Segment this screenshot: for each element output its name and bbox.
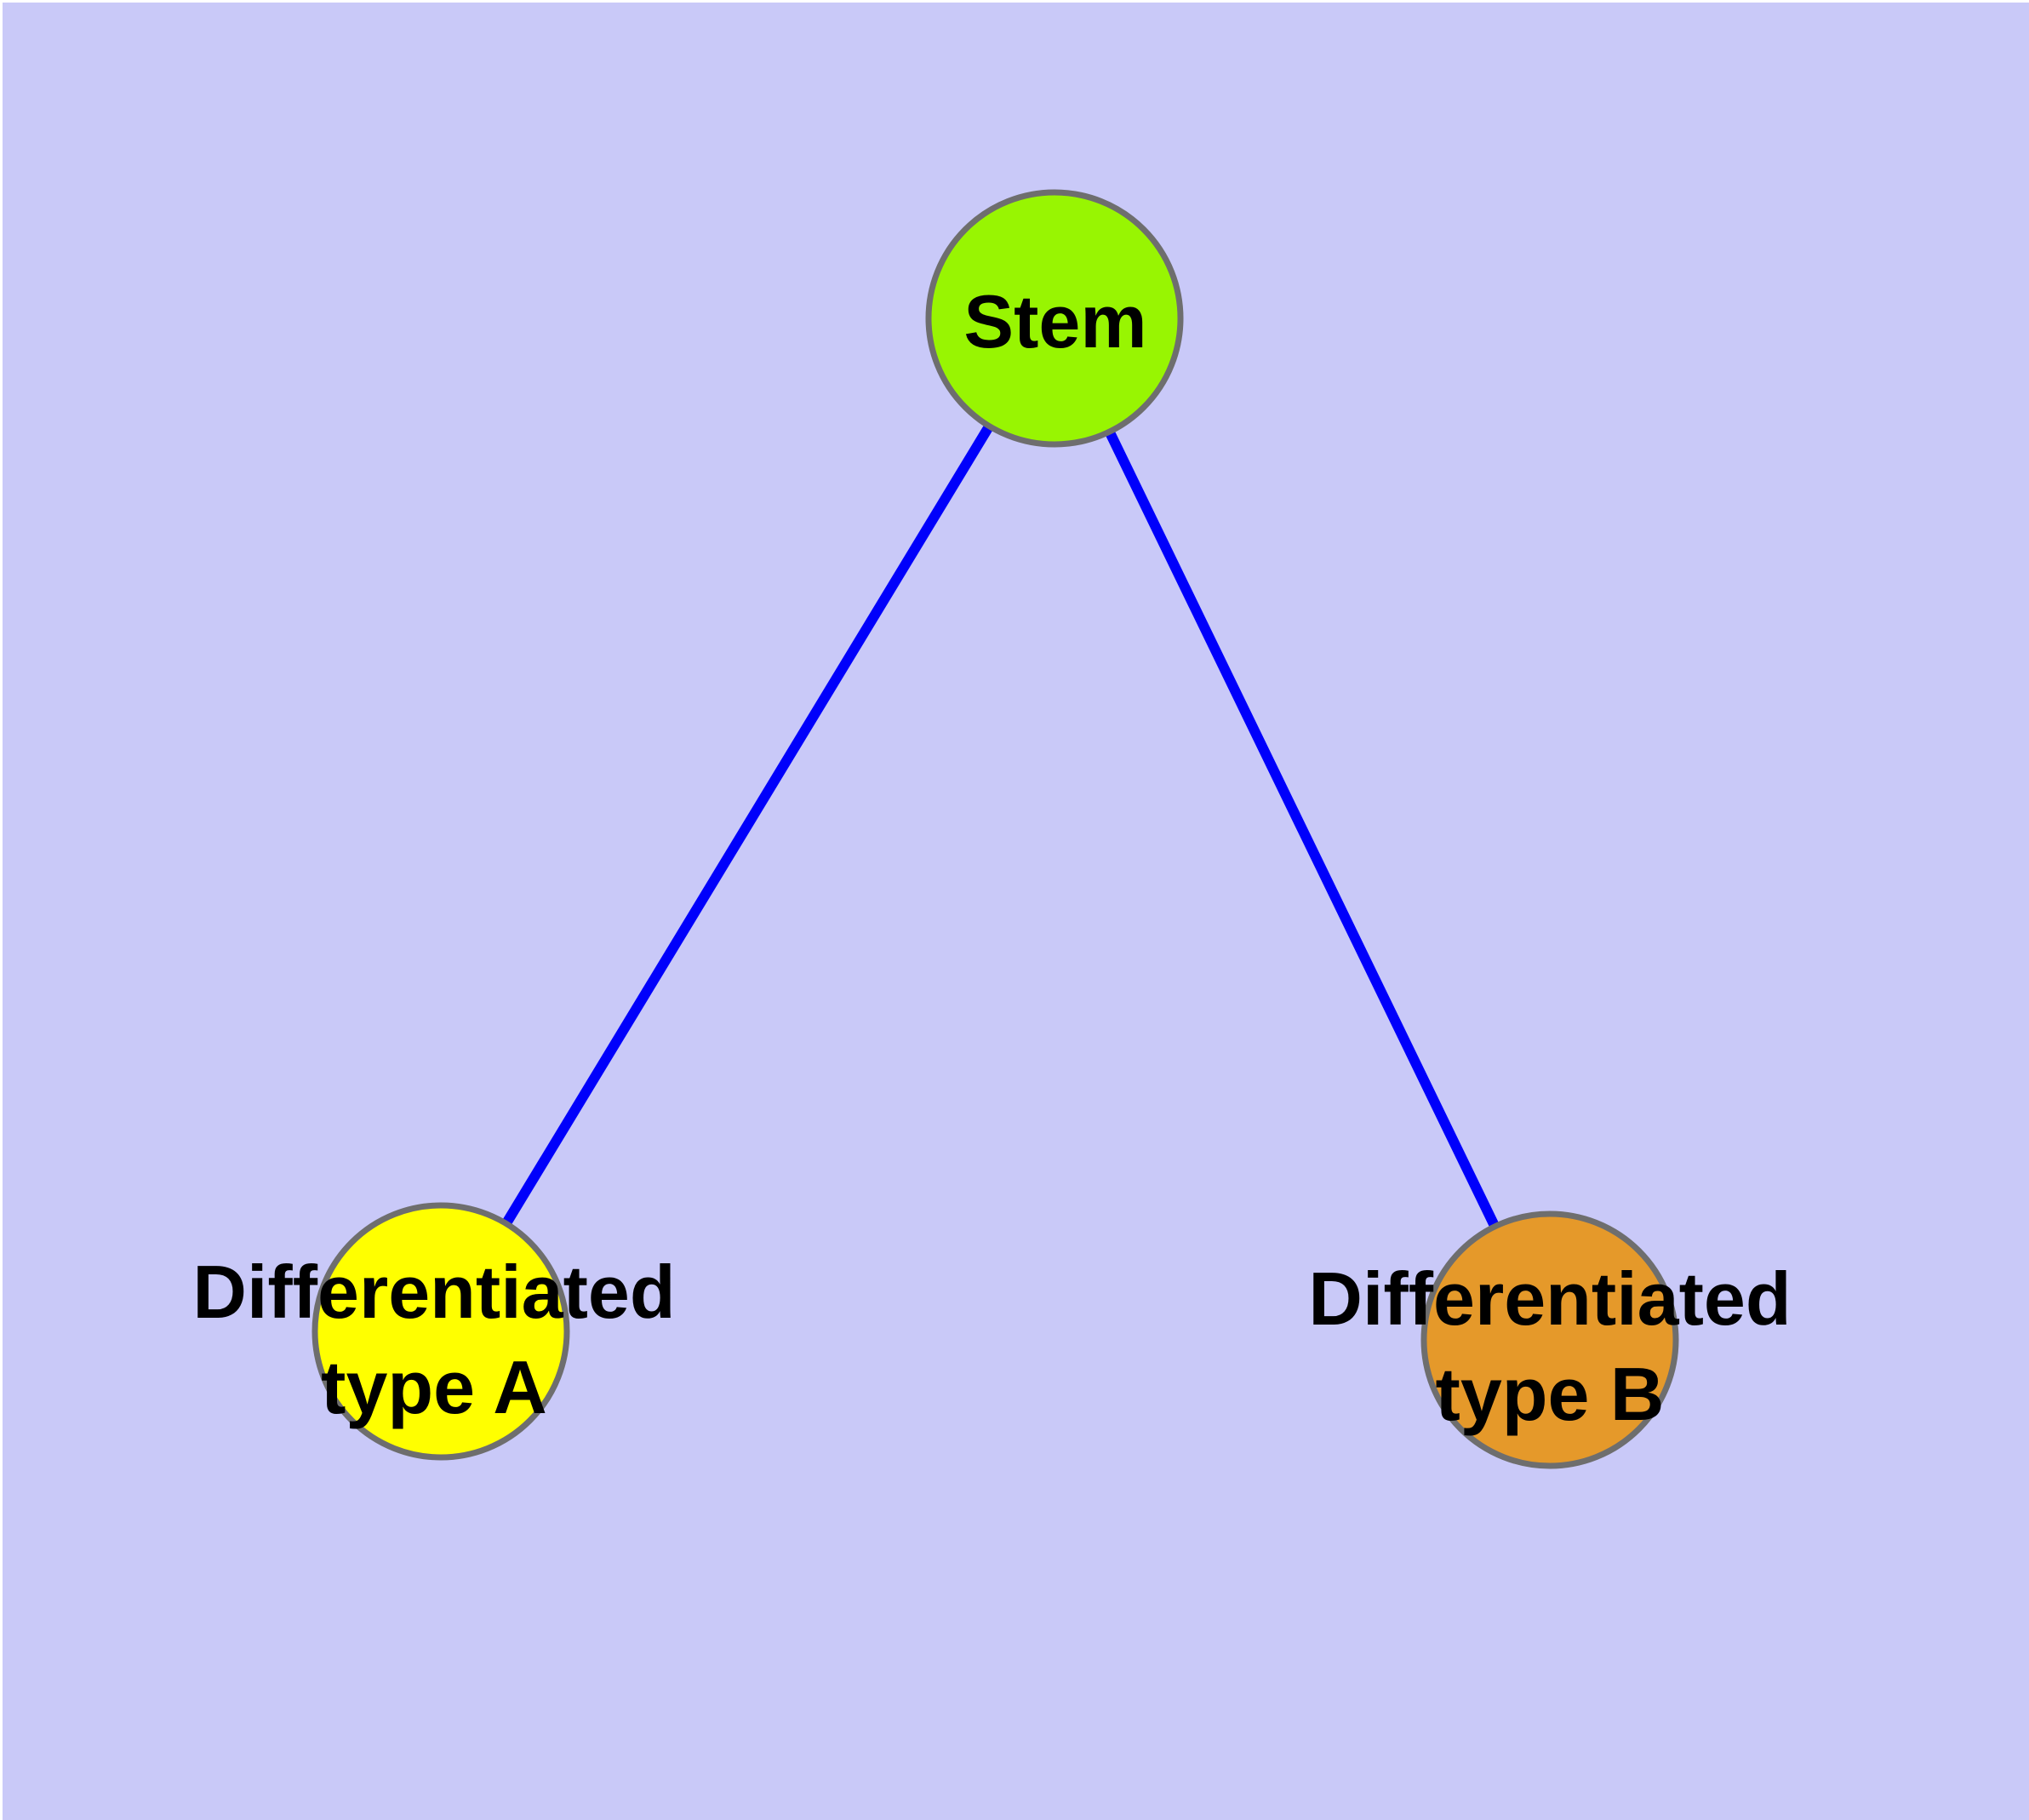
node-differentiated-type-b[interactable] [1420,1210,1679,1469]
node-stem[interactable] [925,189,1184,448]
node-type-b-label-line1: Differentiated [1308,1256,1791,1341]
node-type-a-label-line2: type A [321,1345,547,1429]
node-differentiated-type-a[interactable] [311,1202,570,1461]
frame-strip-top [0,0,2029,3]
node-type-a-label-line1: Differentiated [192,1250,675,1334]
edge-stem-to-type-a [436,315,1060,1335]
frame-strip-left [0,0,3,1820]
node-type-b-label-line2: type B [1436,1352,1665,1436]
edge-stem-to-type-b [1049,316,1555,1342]
node-stem-label: Stem [963,279,1146,363]
